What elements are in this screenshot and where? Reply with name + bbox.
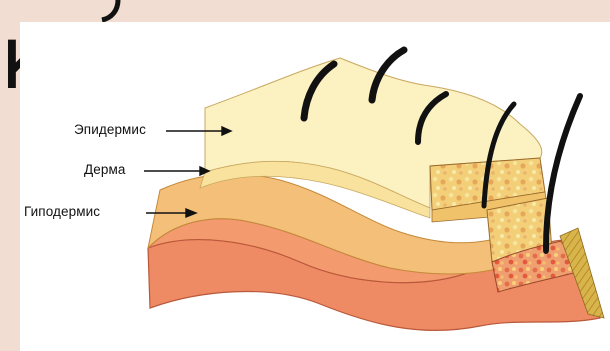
epidermis-label: Эпидермис	[74, 122, 146, 137]
dermis-label: Дерма	[84, 162, 125, 177]
hair-strand	[546, 96, 580, 248]
hypodermis-label: Гиподермис	[24, 204, 100, 219]
